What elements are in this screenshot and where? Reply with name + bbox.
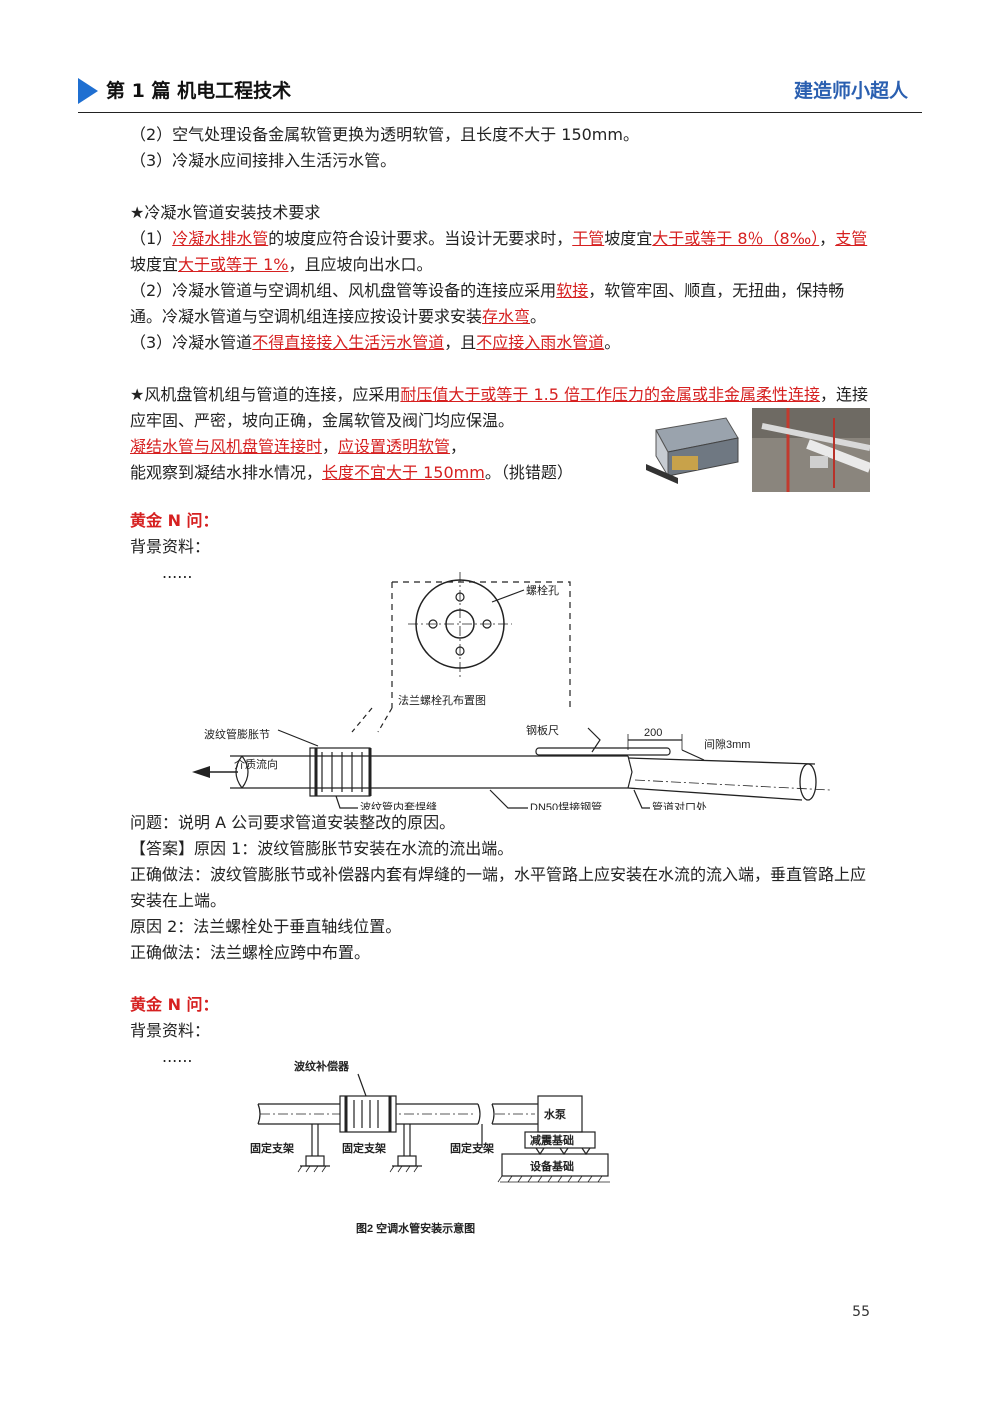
fan-coil-unit-photo xyxy=(638,408,746,492)
correct-practice-2: 正确做法：法兰螺栓应跨中布置。 xyxy=(130,943,371,962)
damping-base-label: 减震基础 xyxy=(530,1133,574,1147)
pipe-label: DN50焊接钢管 xyxy=(530,800,602,810)
dimension-label: 200 xyxy=(644,727,662,739)
ellipsis-2: ...... xyxy=(162,1047,193,1066)
condensate-point-3: （3）冷凝水管道不得直接接入生活污水管道，且不应接入雨水管道。 xyxy=(130,333,621,352)
compensator-label: 波纹补偿器 xyxy=(294,1059,350,1073)
golden-question-heading-1: 黄金 N 问： xyxy=(130,511,219,530)
ellipsis-1: ...... xyxy=(162,563,193,582)
brand-name: 建造师小超人 xyxy=(793,80,908,102)
condensate-point-2: （2）冷凝水管道与空调机组、风机盘管等设备的连接应采用软接，软管牢固、顺直，无扭… xyxy=(130,281,845,326)
answer-reason-2: 原因 2：法兰螺栓处于垂直轴线位置。 xyxy=(130,917,402,936)
equipment-base-label: 设备基础 xyxy=(530,1159,574,1173)
gap-label: 间隙3mm xyxy=(704,737,750,751)
ceiling-pipes-photo xyxy=(752,408,870,492)
intro-line-2: （3）冷凝水应间接排入生活污水管。 xyxy=(130,151,397,170)
ac-water-pipe-diagram: 波纹补偿器 水泵 减震基础 设备基础 固定支架 固定支架 固定支架 图2 空调水… xyxy=(250,1059,610,1235)
page-header: 第 1 篇 机电工程技术 建造师小超人 xyxy=(78,74,922,113)
intro-line-1: （2）空气处理设备金属软管更换为透明软管，且长度不大于 150mm。 xyxy=(130,125,639,144)
background-label-2: 背景资料： xyxy=(130,1021,211,1040)
fan-coil-line-3: 能观察到凝结水排水情况，长度不宜大于 150mm。（挑错题） xyxy=(130,463,573,482)
steel-ruler-label: 钢板尺 xyxy=(526,723,559,737)
fan-coil-line-1: ★风机盘管机组与管道的连接，应采用耐压值大于或等于 1.5 倍工作压力的金属或非… xyxy=(130,385,868,430)
medium-flow-label: 介质流向 xyxy=(234,757,278,771)
fan-coil-line-2: 凝结水管与风机盘管连接时，应设置透明软管， xyxy=(130,437,467,456)
bellows-installation-diagram: 螺栓孔 法兰螺栓孔布置图 波纹管膨胀节 钢板尺 200 间隙3mm 介质流向 波… xyxy=(192,572,831,810)
fixed-support-label-2: 固定支架 xyxy=(342,1141,386,1155)
condensate-point-1: （1）冷凝水排水管的坡度应符合设计要求。当设计无要求时，干管坡度宜大于或等于 8… xyxy=(130,229,868,274)
play-triangle-icon xyxy=(78,78,98,104)
question-1: 问题：说明 A 公司要求管道安装整改的原因。 xyxy=(130,813,456,832)
weld-label: 波纹管内套焊缝 xyxy=(360,800,437,810)
figure-caption: 图2 空调水管安装示意图 xyxy=(356,1221,475,1235)
background-label-1: 背景资料： xyxy=(130,537,211,556)
condensate-title: ★冷凝水管道安装技术要求 xyxy=(130,203,321,222)
fixed-support-label-3: 固定支架 xyxy=(450,1141,494,1155)
flange-layout-label: 法兰螺栓孔布置图 xyxy=(398,693,486,707)
bolt-hole-label: 螺栓孔 xyxy=(526,583,559,597)
pump-label: 水泵 xyxy=(544,1107,566,1121)
fan-coil-photos xyxy=(638,408,870,492)
fixed-support-label-1: 固定支架 xyxy=(250,1141,294,1155)
page-content: （2）空气处理设备金属软管更换为透明软管，且长度不大于 150mm。 （3）冷凝… xyxy=(130,122,872,1244)
golden-question-heading-2: 黄金 N 问： xyxy=(130,995,219,1014)
correct-practice-1: 正确做法：波纹管膨胀节或补偿器内套有焊缝的一端，水平管路上应安装在水流的流入端，… xyxy=(130,865,867,910)
joint-label: 管道对口处 xyxy=(652,800,707,810)
page-number: 55 xyxy=(852,1304,870,1320)
chapter-title: 第 1 篇 机电工程技术 xyxy=(106,80,292,102)
answer-reason-1: 【答案】原因 1：波纹管膨胀节安装在水流的流出端。 xyxy=(130,839,514,858)
bellows-label: 波纹管膨胀节 xyxy=(204,727,270,741)
